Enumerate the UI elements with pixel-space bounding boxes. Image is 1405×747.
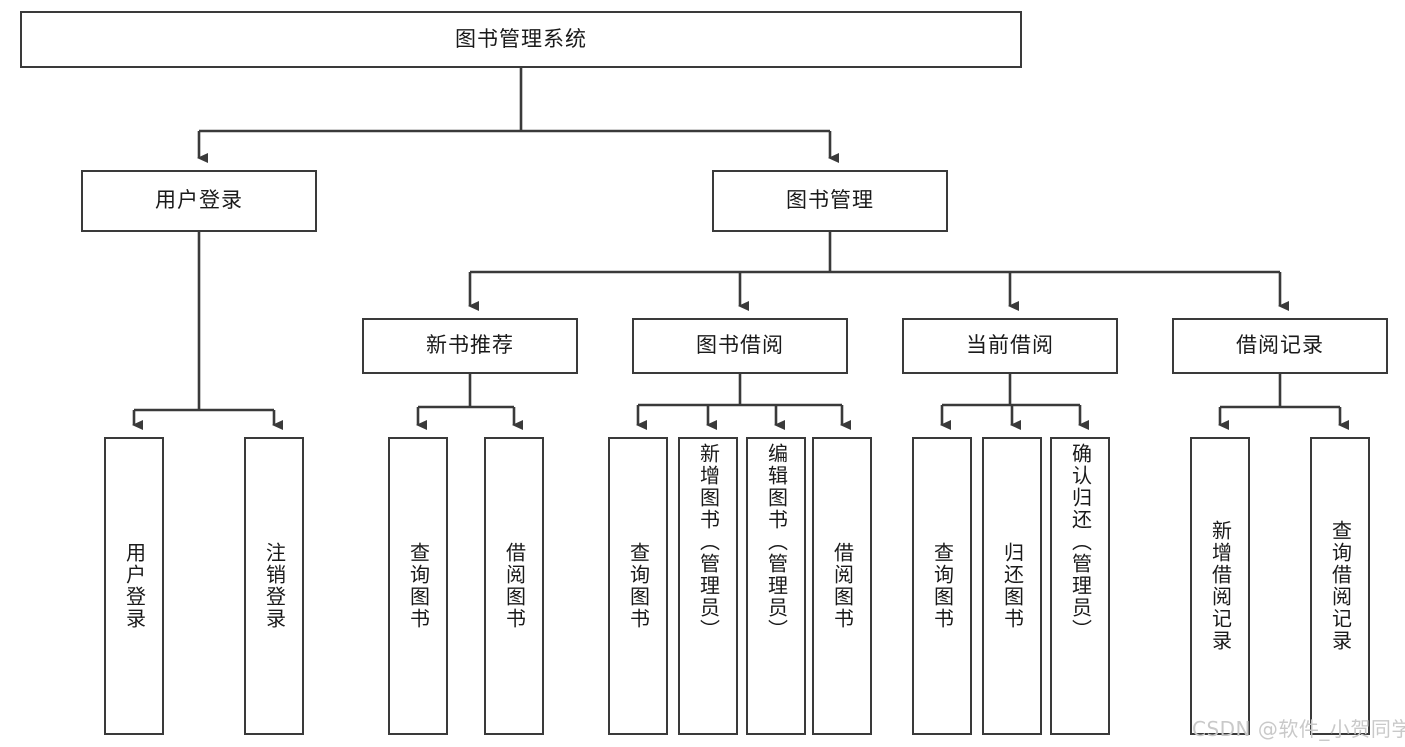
leaf-confirm-return-admin-label: 确认归还（管理员） (1068, 443, 1093, 641)
node-user-login-label: 用户登录 (155, 188, 243, 213)
leaf-user-login-label: 用户登录 (122, 542, 147, 630)
leaf-query-book-recommend[interactable]: 查询图书 (388, 437, 448, 735)
leaf-logout-label: 注销登录 (262, 542, 287, 630)
node-user-login[interactable]: 用户登录 (81, 170, 317, 232)
csdn-watermark: CSDN @软件_小贺同学 (1192, 717, 1405, 741)
leaf-user-login[interactable]: 用户登录 (104, 437, 164, 735)
node-current-borrow-label: 当前借阅 (966, 333, 1054, 358)
leaf-add-book-admin-label: 新增图书（管理员） (696, 443, 721, 641)
leaf-borrow-book-label: 借阅图书 (830, 542, 855, 630)
leaf-query-book-recommend-label: 查询图书 (406, 542, 431, 630)
node-book-borrow-label: 图书借阅 (696, 333, 784, 358)
leaf-logout[interactable]: 注销登录 (244, 437, 304, 735)
node-root-label: 图书管理系统 (455, 26, 587, 51)
leaf-return-book-label: 归还图书 (1000, 542, 1025, 630)
leaf-query-borrow-record[interactable]: 查询借阅记录 (1310, 437, 1370, 735)
leaf-confirm-return-admin[interactable]: 确认归还（管理员） (1050, 437, 1110, 735)
leaf-borrow-book-recommend[interactable]: 借阅图书 (484, 437, 544, 735)
node-current-borrow[interactable]: 当前借阅 (902, 318, 1118, 374)
leaf-borrow-book-recommend-label: 借阅图书 (502, 542, 527, 630)
node-book-management[interactable]: 图书管理 (712, 170, 948, 232)
leaf-query-book-borrow[interactable]: 查询图书 (608, 437, 668, 735)
node-borrow-record[interactable]: 借阅记录 (1172, 318, 1388, 374)
leaf-add-borrow-record-label: 新增借阅记录 (1208, 520, 1233, 652)
leaf-add-borrow-record[interactable]: 新增借阅记录 (1190, 437, 1250, 735)
leaf-query-book-borrow-label: 查询图书 (626, 542, 651, 630)
leaf-add-book-admin[interactable]: 新增图书（管理员） (678, 437, 738, 735)
leaf-edit-book-admin[interactable]: 编辑图书（管理员） (746, 437, 806, 735)
node-book-management-label: 图书管理 (786, 188, 874, 213)
node-new-book-recommend-label: 新书推荐 (426, 333, 514, 358)
leaf-query-book-current-label: 查询图书 (930, 542, 955, 630)
node-borrow-record-label: 借阅记录 (1236, 333, 1324, 358)
leaf-query-book-current[interactable]: 查询图书 (912, 437, 972, 735)
node-new-book-recommend[interactable]: 新书推荐 (362, 318, 578, 374)
leaf-edit-book-admin-label: 编辑图书（管理员） (764, 443, 789, 641)
leaf-return-book[interactable]: 归还图书 (982, 437, 1042, 735)
node-root[interactable]: 图书管理系统 (20, 11, 1022, 68)
node-book-borrow[interactable]: 图书借阅 (632, 318, 848, 374)
leaf-borrow-book[interactable]: 借阅图书 (812, 437, 872, 735)
leaf-query-borrow-record-label: 查询借阅记录 (1328, 520, 1353, 652)
